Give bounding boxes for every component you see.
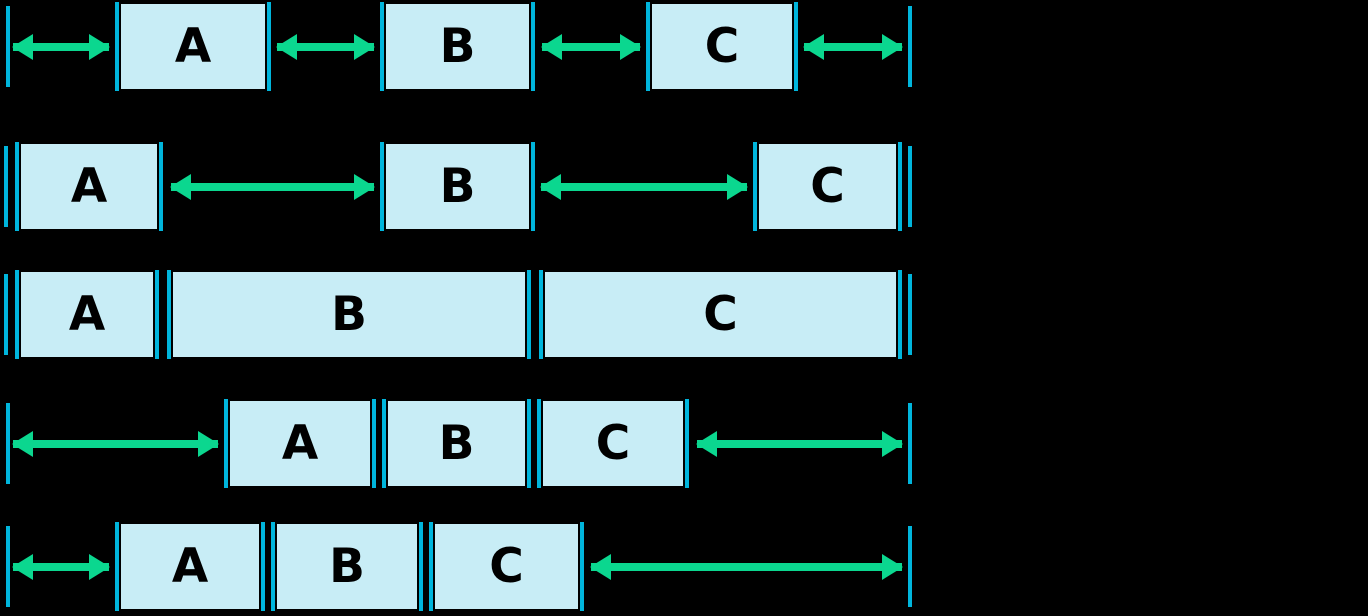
item-edge-bar-icon <box>644 0 652 93</box>
item-label: C <box>703 287 738 342</box>
item-edge-bar-icon <box>378 0 386 93</box>
row-center: A B C <box>0 397 1368 490</box>
item-label: C <box>704 19 740 74</box>
double-arrow-icon <box>12 33 110 60</box>
item-label: A <box>70 159 108 214</box>
item-edge-bar-icon <box>13 268 21 361</box>
item-edge-bar-icon <box>578 520 586 613</box>
item-label: B <box>439 19 476 74</box>
item-label: A <box>68 287 106 342</box>
double-arrow-icon <box>696 430 903 457</box>
item-edge-bar-icon <box>529 0 537 93</box>
item-edge-bar-icon <box>417 520 425 613</box>
double-arrow-icon <box>540 173 748 200</box>
item-edge-bar-icon <box>113 520 121 613</box>
row-space-between: A B C <box>0 140 1368 233</box>
item-edge-bar-icon <box>529 140 537 233</box>
item-edge-bar-icon <box>896 268 904 361</box>
double-arrow-icon <box>276 33 375 60</box>
item-label: B <box>331 287 367 342</box>
row-start-offset: A B C <box>0 520 1368 613</box>
container-edge-left-icon <box>4 4 12 89</box>
item-edge-bar-icon <box>222 397 230 490</box>
item-edge-bar-icon <box>537 268 545 361</box>
double-arrow-icon <box>170 173 375 200</box>
item-edge-bar-icon <box>378 140 386 233</box>
double-arrow-icon <box>12 553 110 580</box>
item-box-b: B <box>269 520 425 613</box>
item-edge-bar-icon <box>380 397 388 490</box>
item-box-a: A <box>113 0 273 93</box>
container-edge-right-icon <box>906 144 914 229</box>
item-edge-bar-icon <box>13 140 21 233</box>
item-box-b: B <box>380 397 533 490</box>
item-edge-bar-icon <box>370 397 378 490</box>
item-edge-bar-icon <box>792 0 800 93</box>
item-edge-bar-icon <box>165 268 173 361</box>
item-edge-bar-icon <box>525 268 533 361</box>
container-edge-left-icon <box>2 144 10 229</box>
item-label: C <box>489 539 524 594</box>
item-edge-bar-icon <box>157 140 165 233</box>
item-edge-bar-icon <box>153 268 161 361</box>
item-edge-bar-icon <box>683 397 691 490</box>
item-box-a: A <box>13 140 165 233</box>
item-box-b: B <box>378 0 537 93</box>
container-edge-left-icon <box>4 524 12 609</box>
item-label: B <box>329 539 365 594</box>
container-edge-right-icon <box>906 524 914 609</box>
item-edge-bar-icon <box>525 397 533 490</box>
item-label: A <box>171 539 209 594</box>
item-box-a: A <box>113 520 267 613</box>
item-box-c: C <box>427 520 586 613</box>
double-arrow-icon <box>803 33 903 60</box>
item-box-c: C <box>535 397 691 490</box>
item-label: C <box>810 159 845 214</box>
item-edge-bar-icon <box>269 520 277 613</box>
item-box-b: B <box>378 140 537 233</box>
item-box-c: C <box>751 140 904 233</box>
double-arrow-icon <box>590 553 903 580</box>
item-label: B <box>439 159 476 214</box>
double-arrow-icon <box>12 430 219 457</box>
item-edge-bar-icon <box>896 140 904 233</box>
item-box-a: A <box>13 268 161 361</box>
item-box-c: C <box>644 0 800 93</box>
item-edge-bar-icon <box>265 0 273 93</box>
item-label: A <box>281 416 319 471</box>
item-label: A <box>174 19 212 74</box>
container-edge-right-icon <box>906 401 914 486</box>
container-edge-left-icon <box>2 272 10 357</box>
double-arrow-icon <box>541 33 641 60</box>
item-box-b: B <box>165 268 533 361</box>
item-edge-bar-icon <box>427 520 435 613</box>
item-edge-bar-icon <box>535 397 543 490</box>
item-label: B <box>438 416 475 471</box>
item-label: C <box>595 416 631 471</box>
container-edge-left-icon <box>4 401 12 486</box>
item-edge-bar-icon <box>113 0 121 93</box>
item-box-a: A <box>222 397 378 490</box>
item-edge-bar-icon <box>751 140 759 233</box>
row-stretch: A B C <box>0 268 1368 361</box>
item-edge-bar-icon <box>259 520 267 613</box>
item-box-c: C <box>537 268 904 361</box>
container-edge-right-icon <box>906 4 914 89</box>
container-edge-right-icon <box>906 272 914 357</box>
row-space-around: A B C <box>0 0 1368 93</box>
